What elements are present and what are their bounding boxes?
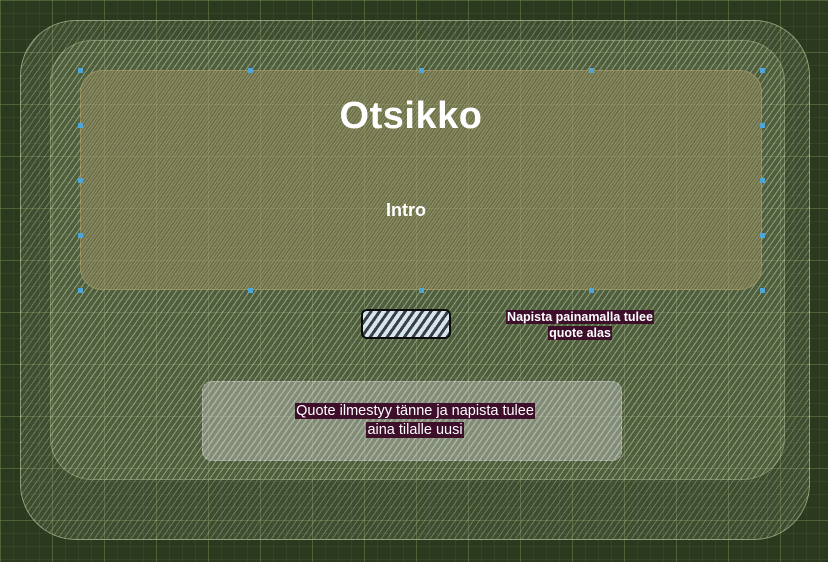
selection-handle[interactable] <box>760 288 765 293</box>
selection-handle[interactable] <box>419 288 424 293</box>
quote-line: aina tilalle uusi <box>366 422 464 438</box>
button-annotation: Napista painamalla tulee quote alas <box>480 309 680 341</box>
selection-handle[interactable] <box>78 288 83 293</box>
annotation-line: quote alas <box>548 326 612 340</box>
selection-handle[interactable] <box>589 68 594 73</box>
selection-handle[interactable] <box>419 68 424 73</box>
outer-frame <box>20 20 810 540</box>
quote-placeholder: Quote ilmestyy tänne ja napista tulee ai… <box>262 402 568 440</box>
page-title: Otsikko <box>339 95 483 137</box>
quote-line: Quote ilmestyy tänne ja napista tulee <box>295 403 535 419</box>
quote-area[interactable] <box>202 381 622 461</box>
selection-handle[interactable] <box>78 233 83 238</box>
selection-handle[interactable] <box>78 123 83 128</box>
selection-handle[interactable] <box>760 123 765 128</box>
selection-handle[interactable] <box>78 178 83 183</box>
header-box[interactable] <box>80 70 762 290</box>
selection-handle[interactable] <box>760 178 765 183</box>
new-quote-button[interactable] <box>361 309 451 339</box>
annotation-line: Napista painamalla tulee <box>506 310 654 324</box>
intro-text: Intro <box>386 200 426 220</box>
selection-handle[interactable] <box>760 233 765 238</box>
inner-panel <box>50 40 785 480</box>
selection-handle[interactable] <box>248 288 253 293</box>
selection-handle[interactable] <box>78 68 83 73</box>
selection-handle[interactable] <box>760 68 765 73</box>
selection-handle[interactable] <box>248 68 253 73</box>
selection-handle[interactable] <box>589 288 594 293</box>
